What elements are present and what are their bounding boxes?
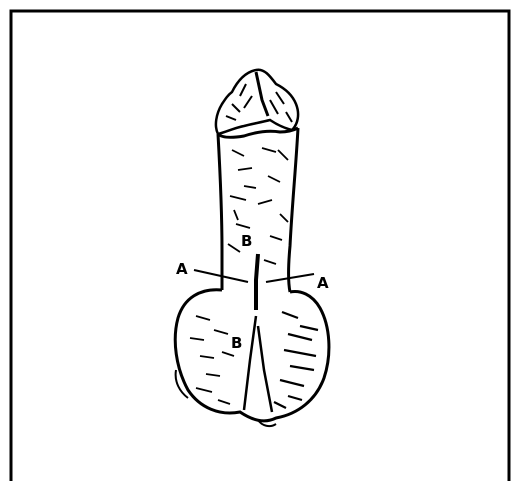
right-testis-shading [274,312,318,408]
label-b-bottom: B [231,334,242,352]
shaft-shading [228,148,288,264]
shaft-left-edge [218,134,222,290]
left-testis-shading [190,316,234,404]
median-raphe [256,254,258,310]
tip-region [216,70,298,138]
tip-cleft [256,72,268,116]
scrotum-region [175,290,329,426]
label-b-top: B [241,232,252,250]
shaft-right-edge [289,128,299,292]
scrotum-outline [175,290,329,421]
label-a-right: A [317,274,329,292]
shaft-region [218,128,298,310]
label-a-left: A [176,260,188,278]
scrotal-septum [244,316,272,412]
figure-border [11,11,509,481]
